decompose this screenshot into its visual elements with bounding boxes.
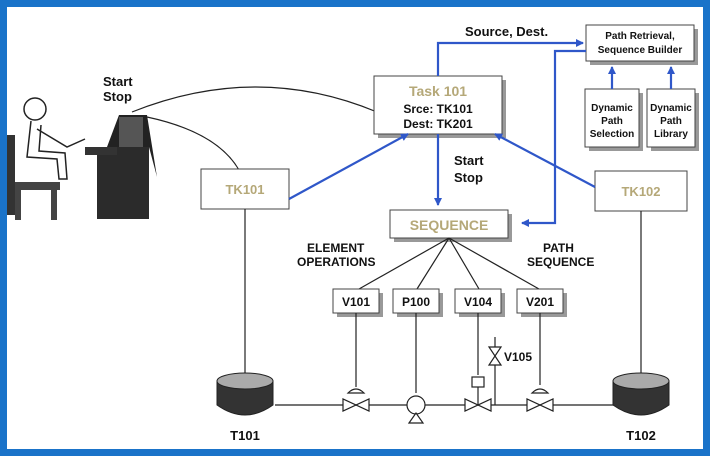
task-destination: Dest: TK201 [403, 117, 473, 131]
sequence-label: SEQUENCE [410, 217, 489, 233]
start-label-left: Start [103, 74, 133, 89]
dpl-label-3: Library [654, 129, 688, 140]
dps-label-3: Selection [590, 129, 634, 140]
t102-label: T102 [626, 428, 656, 443]
stop-label-center: Stop [454, 170, 483, 185]
stop-label-left: Stop [103, 89, 132, 104]
element-label-v104: V104 [464, 295, 492, 309]
start-label-center: Start [454, 153, 484, 168]
task-title: Task 101 [409, 83, 467, 99]
path-retrieval-box [585, 24, 695, 62]
tk101-label: TK101 [225, 182, 264, 197]
tk102-box [594, 170, 688, 212]
t101-label: T101 [230, 428, 260, 443]
tank-t102-icon [612, 372, 670, 416]
element-ops-label-1: ELEMENT [307, 241, 365, 255]
tank-t101-icon [216, 372, 274, 416]
tk102-to-task-arrow [494, 133, 596, 188]
path-retrieval-label-2: Sequence Builder [598, 45, 683, 56]
sequence-fanout-lines [358, 237, 540, 290]
source-dest-label: Source, Dest. [465, 24, 548, 39]
dpl-label-1: Dynamic [650, 103, 692, 114]
process-diagram: Start Stop Task 101 Srce: TK101 Dest: TK… [7, 24, 699, 443]
element-box-v201 [516, 288, 564, 314]
task-to-path-retrieval-arrow [436, 39, 584, 76]
element-label-v101: V101 [342, 295, 370, 309]
path-retrieval-label-1: Path Retrieval, [605, 31, 675, 42]
task-source: Srce: TK101 [403, 102, 473, 116]
operator-to-task-line [131, 86, 378, 113]
pump-p100-icon [406, 395, 426, 424]
element-label-p100: P100 [402, 295, 430, 309]
path-seq-label-1: PATH [543, 241, 574, 255]
valve-v104-icon [464, 376, 492, 412]
dps-label-2: Path [601, 116, 623, 127]
tk102-label: TK102 [621, 184, 660, 199]
valve-v101-icon [342, 388, 370, 412]
valve-v201-icon [526, 388, 554, 412]
valve-v105-icon [487, 346, 503, 366]
element-ops-label-2: OPERATIONS [297, 255, 375, 269]
sequence-box [389, 209, 509, 239]
v105-label: V105 [504, 350, 532, 364]
dps-label-1: Dynamic [591, 103, 633, 114]
path-retrieval-to-sequence-arrow [521, 49, 586, 227]
path-seq-label-2: SEQUENCE [527, 255, 594, 269]
diagram-frame: Start Stop Task 101 Srce: TK101 Dest: TK… [7, 7, 703, 449]
dynamic-path-library-box [646, 88, 696, 148]
process-piping [244, 209, 642, 406]
task-box [373, 75, 503, 135]
tk101-box [200, 168, 290, 210]
dpl-label-2: Path [660, 116, 682, 127]
element-box-v101 [332, 288, 380, 314]
tk101-to-task-arrow [288, 133, 409, 200]
element-box-p100 [392, 288, 440, 314]
operator-icon [7, 97, 157, 220]
operator-to-tk101-line [146, 116, 240, 171]
element-label-v201: V201 [526, 295, 554, 309]
